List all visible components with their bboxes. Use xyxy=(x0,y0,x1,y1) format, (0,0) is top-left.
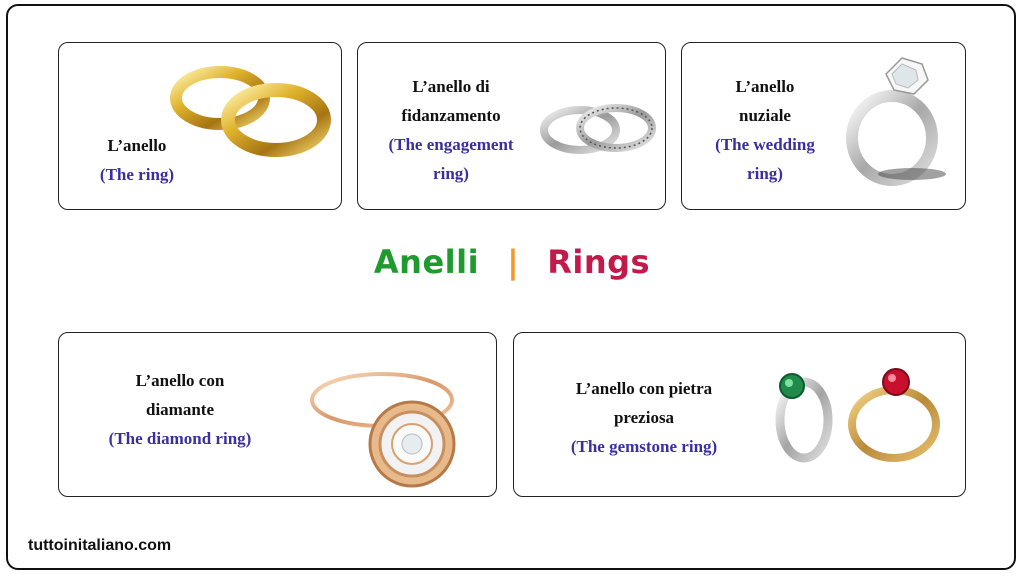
title-italian: Anelli xyxy=(373,243,480,281)
english-label: (The gemstone ring) xyxy=(570,437,718,456)
card-engagement-ring-text: L’anello di fidanzamento (The engagement… xyxy=(370,72,532,188)
title-separator: | xyxy=(507,243,520,281)
gemstone-rings-icon xyxy=(775,368,940,463)
italian-label: L’anello di xyxy=(412,77,490,96)
english-label: ring) xyxy=(747,164,783,183)
english-label: (The ring) xyxy=(99,165,175,184)
site-url: tuttoinitaliano.com xyxy=(28,537,172,554)
italian-label: L’anello con pietra xyxy=(575,379,713,398)
card-diamond-ring-text: L’anello con diamante (The diamond ring) xyxy=(80,366,280,453)
italian-label: preziosa xyxy=(613,408,675,427)
italian-label: L’anello con xyxy=(135,371,225,390)
english-label: ring) xyxy=(433,164,469,183)
title-english: Rings xyxy=(547,243,651,281)
silver-engagement-rings-icon xyxy=(540,104,656,154)
card-gemstone-ring-text: L’anello con pietra preziosa (The gemsto… xyxy=(548,374,740,461)
solitaire-ring-icon xyxy=(846,57,946,186)
diamond-halo-ring-icon xyxy=(310,372,456,488)
page-title: Anelli | Rings xyxy=(0,243,1024,281)
italian-label: L’anello xyxy=(107,136,167,155)
card-ring-text: L’anello (The ring) xyxy=(72,131,202,189)
english-label: (The wedding xyxy=(715,135,815,154)
italian-label: diamante xyxy=(146,400,214,419)
italian-label: L’anello xyxy=(735,77,795,96)
gold-wedding-rings-icon xyxy=(170,66,331,157)
english-label: (The engagement xyxy=(388,135,514,154)
italian-label: nuziale xyxy=(739,106,791,125)
english-label: (The diamond ring) xyxy=(108,429,252,448)
card-gemstone-ring xyxy=(513,332,966,497)
italian-label: fidanzamento xyxy=(401,106,501,125)
card-wedding-ring-text: L’anello nuziale (The wedding ring) xyxy=(695,72,835,188)
